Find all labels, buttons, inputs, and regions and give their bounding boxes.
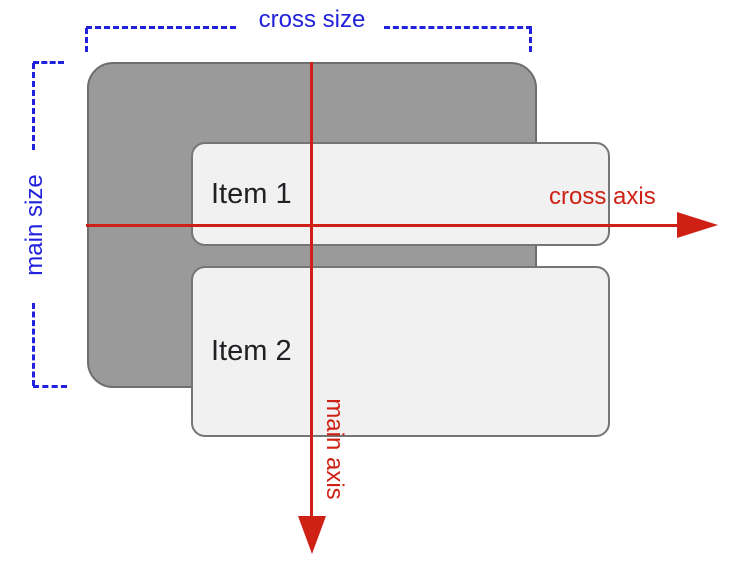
flex-item-2: Item 2	[191, 266, 610, 437]
main-axis-line	[310, 62, 313, 518]
main-axis-label: main axis	[321, 398, 348, 500]
cross-size-bracket-left-segment	[86, 26, 236, 29]
flex-item-1-label: Item 1	[211, 177, 292, 210]
cross-size-bracket-right-segment	[384, 26, 532, 29]
main-size-bracket-bottom-segment	[32, 303, 35, 386]
main-axis-arrowhead-icon	[298, 516, 326, 554]
cross-axis-label: cross axis	[549, 183, 656, 210]
cross-size-label: cross size	[258, 6, 366, 33]
flex-item-1: Item 1	[191, 142, 610, 246]
cross-size-bracket-left-tick	[85, 28, 88, 52]
cross-axis-line	[86, 224, 680, 227]
flex-item-2-label: Item 2	[211, 335, 292, 367]
main-size-label: main size	[21, 174, 48, 276]
main-size-bracket-top-segment	[32, 63, 35, 150]
cross-size-bracket-right-tick	[529, 28, 532, 52]
main-size-bracket-bottom-tick	[33, 385, 67, 388]
main-size-bracket-top-tick	[33, 61, 64, 64]
cross-axis-arrowhead-icon	[677, 212, 718, 238]
